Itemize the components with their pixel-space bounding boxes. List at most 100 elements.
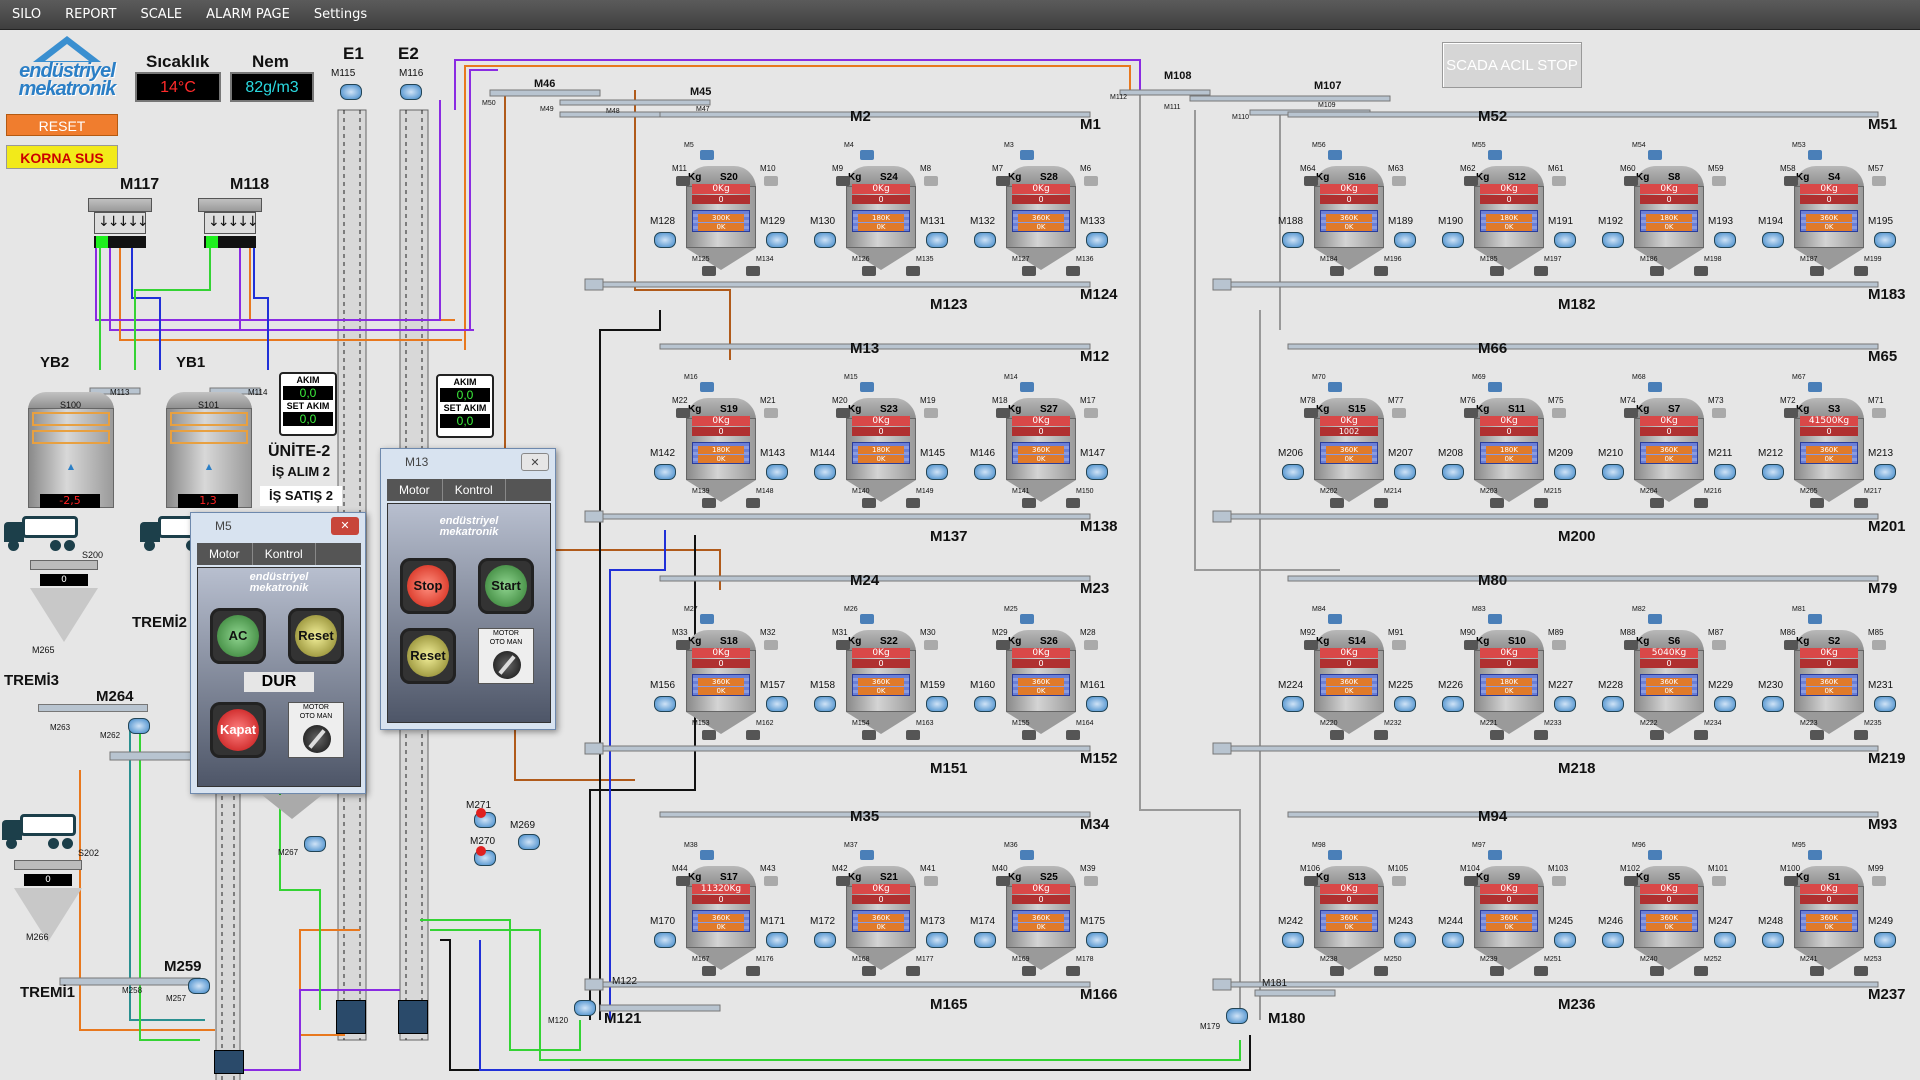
m116-motor-icon[interactable] (400, 84, 422, 100)
silo-bottom-valve-icon[interactable] (1694, 266, 1708, 276)
silo-top-left-valve-icon[interactable] (1304, 408, 1318, 418)
silo-bottom-valve-icon[interactable] (1534, 266, 1548, 276)
silo-bottom-valve-icon[interactable] (862, 730, 876, 740)
silo-top-right-valve-icon[interactable] (1392, 876, 1406, 886)
silo-top-right-valve-icon[interactable] (764, 640, 778, 650)
hopper-tremi3[interactable]: 0 (30, 560, 98, 642)
silo-bottom-valve-icon[interactable] (1854, 266, 1868, 276)
silo-bottom-valve-icon[interactable] (1490, 498, 1504, 508)
silo-top-right-valve-icon[interactable] (1084, 640, 1098, 650)
silo-top-left-valve-icon[interactable] (1304, 640, 1318, 650)
silo-top-left-valve-icon[interactable] (1624, 640, 1638, 650)
silo-top-left-valve-icon[interactable] (1784, 876, 1798, 886)
silo-bottom-valve-icon[interactable] (746, 730, 760, 740)
silo-left-motor-icon[interactable] (1762, 696, 1784, 712)
silo-top-left-valve-icon[interactable] (676, 640, 690, 650)
silo-top-left-valve-icon[interactable] (676, 408, 690, 418)
silo-inlet-valve-icon[interactable] (860, 382, 874, 392)
silo-bottom-valve-icon[interactable] (1066, 266, 1080, 276)
silo-left-motor-icon[interactable] (1602, 932, 1624, 948)
silo-top-right-valve-icon[interactable] (764, 408, 778, 418)
silo-left-motor-icon[interactable] (1442, 464, 1464, 480)
silo-left-motor-icon[interactable] (1762, 464, 1784, 480)
silo-right-motor-icon[interactable] (1394, 464, 1416, 480)
silo-left-motor-icon[interactable] (1602, 696, 1624, 712)
silo-right-motor-icon[interactable] (1714, 932, 1736, 948)
silo-inlet-valve-icon[interactable] (700, 614, 714, 624)
silo-right-motor-icon[interactable] (1554, 464, 1576, 480)
silo-inlet-valve-icon[interactable] (1020, 150, 1034, 160)
hopper-tremi1[interactable]: 0 (14, 860, 82, 942)
silo-right-motor-icon[interactable] (1394, 232, 1416, 248)
silo-right-motor-icon[interactable] (1554, 932, 1576, 948)
silo-bottom-valve-icon[interactable] (746, 266, 760, 276)
silo-bottom-valve-icon[interactable] (1650, 730, 1664, 740)
silo-bottom-valve-icon[interactable] (1854, 730, 1868, 740)
silo-top-left-valve-icon[interactable] (996, 408, 1010, 418)
silo-bottom-valve-icon[interactable] (1374, 730, 1388, 740)
silo-bottom-valve-icon[interactable] (862, 498, 876, 508)
silo-inlet-valve-icon[interactable] (700, 382, 714, 392)
silo-top-right-valve-icon[interactable] (1392, 640, 1406, 650)
silo-bottom-valve-icon[interactable] (1694, 498, 1708, 508)
silo-top-left-valve-icon[interactable] (1624, 176, 1638, 186)
silo-bottom-valve-icon[interactable] (1650, 966, 1664, 976)
silo-top-left-valve-icon[interactable] (676, 876, 690, 886)
e2-elevator-base-icon[interactable] (398, 1000, 428, 1034)
silo-inlet-valve-icon[interactable] (1648, 614, 1662, 624)
silo-right-motor-icon[interactable] (926, 464, 948, 480)
silo-bottom-valve-icon[interactable] (1810, 966, 1824, 976)
menu-alarm-page[interactable]: ALARM PAGE (206, 6, 290, 22)
dialog-m5-mode-selector[interactable]: MOTOR OTO MAN (288, 702, 344, 758)
silo-inlet-valve-icon[interactable] (1648, 150, 1662, 160)
silo-right-motor-icon[interactable] (766, 932, 788, 948)
silo-top-right-valve-icon[interactable] (764, 176, 778, 186)
silo-top-left-valve-icon[interactable] (996, 876, 1010, 886)
dialog-m5-tab-kontrol[interactable]: Kontrol (253, 543, 316, 565)
silo-left-motor-icon[interactable] (1762, 232, 1784, 248)
silo-top-right-valve-icon[interactable] (1392, 408, 1406, 418)
silo-left-motor-icon[interactable] (1442, 696, 1464, 712)
yb2-silo[interactable]: S100 ▲ -2,5 (28, 392, 114, 512)
silo-top-left-valve-icon[interactable] (836, 408, 850, 418)
silo-top-right-valve-icon[interactable] (1872, 176, 1886, 186)
silo-right-motor-icon[interactable] (1874, 696, 1896, 712)
silo-top-left-valve-icon[interactable] (1784, 640, 1798, 650)
silo-inlet-valve-icon[interactable] (1328, 850, 1342, 860)
silo-top-right-valve-icon[interactable] (1712, 640, 1726, 650)
silo-left-motor-icon[interactable] (1602, 232, 1624, 248)
silo-right-motor-icon[interactable] (926, 232, 948, 248)
silo-inlet-valve-icon[interactable] (1020, 850, 1034, 860)
silo-top-left-valve-icon[interactable] (1624, 408, 1638, 418)
scada-emergency-stop-button[interactable]: SCADA ACIL STOP (1442, 42, 1582, 88)
dialog-m5-close-icon[interactable]: ✕ (331, 517, 359, 535)
silo-bottom-valve-icon[interactable] (1374, 498, 1388, 508)
menu-scale[interactable]: SCALE (140, 6, 183, 22)
silo-left-motor-icon[interactable] (1282, 696, 1304, 712)
yb1-silo[interactable]: S101 ▲ 1,3 (166, 392, 252, 512)
silo-top-right-valve-icon[interactable] (1712, 876, 1726, 886)
silo-right-motor-icon[interactable] (926, 696, 948, 712)
silo-bottom-valve-icon[interactable] (1650, 266, 1664, 276)
m118-feeder-icon[interactable]: ↓↓↓↓↓ (198, 198, 262, 248)
silo-bottom-valve-icon[interactable] (1066, 498, 1080, 508)
silo-bottom-valve-icon[interactable] (1490, 966, 1504, 976)
silo-left-motor-icon[interactable] (1282, 232, 1304, 248)
silo-top-left-valve-icon[interactable] (836, 176, 850, 186)
silo-inlet-valve-icon[interactable] (860, 614, 874, 624)
silo-top-left-valve-icon[interactable] (1464, 640, 1478, 650)
silo-inlet-valve-icon[interactable] (1328, 614, 1342, 624)
